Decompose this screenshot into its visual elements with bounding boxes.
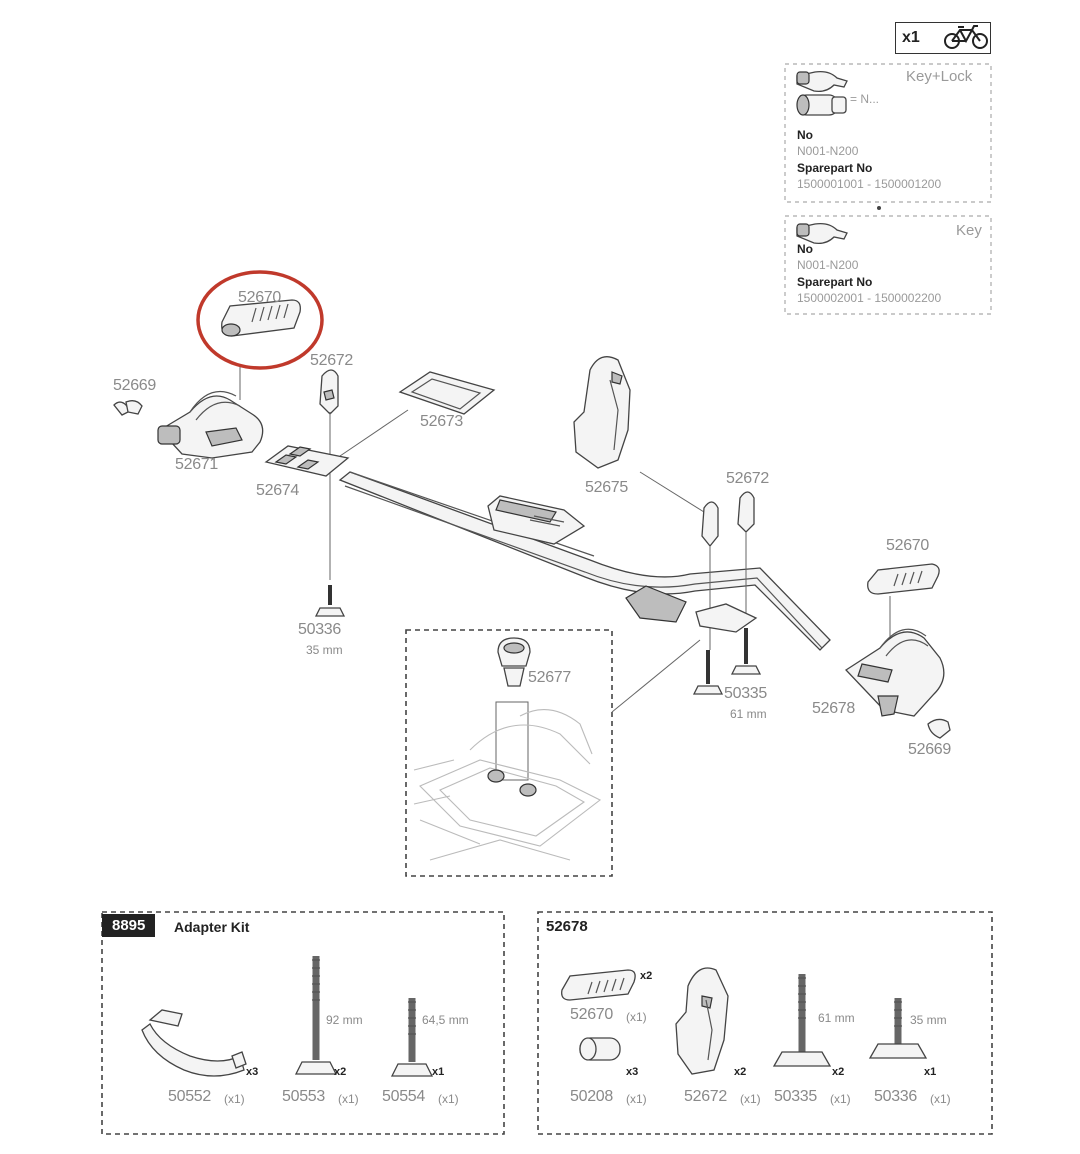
clip-52669-right	[927, 718, 951, 739]
bolt-50335	[692, 628, 762, 695]
kit-item-suffix: (x1)	[338, 1092, 359, 1106]
kit-item-dim: 64,5 mm	[422, 1013, 469, 1027]
key-lock-panel-frame	[784, 63, 992, 203]
part-label-52670-b: 52670	[886, 537, 929, 554]
part-dim-50336: 35 mm	[306, 643, 343, 657]
key-no-value: N001-N200	[797, 258, 859, 272]
strap-52672-b	[701, 491, 755, 548]
kit-item-suffix: (x1)	[626, 1092, 647, 1106]
part-label-52671: 52671	[175, 456, 218, 473]
part-label-50336: 50336	[298, 621, 341, 638]
key-panel-frame	[784, 206, 992, 315]
kit-item-qty: x3	[626, 1066, 639, 1078]
key-icon	[796, 222, 848, 245]
clip-52669-left	[113, 400, 143, 416]
strap-52672-kit	[675, 967, 729, 1075]
main-rail	[338, 471, 831, 651]
part-dim-50335: 61 mm	[730, 707, 767, 721]
key-icon	[796, 70, 848, 93]
part-label-52670-top: 52670	[238, 289, 281, 306]
adapter-50552	[141, 1009, 247, 1077]
bolt-50336	[314, 585, 346, 617]
kit-item-dim: 61 mm	[818, 1011, 855, 1025]
kit-item-qty: x3	[246, 1066, 259, 1078]
kit-item-qty: x1	[432, 1066, 445, 1078]
clamp-on-rail	[625, 585, 758, 633]
kit-item-suffix: (x1)	[438, 1092, 459, 1106]
part-label-52672-b: 52672	[726, 470, 769, 487]
kit-item-dim: 35 mm	[910, 1013, 947, 1027]
bolt-50553	[294, 956, 338, 1075]
kit-item-code: 50335	[774, 1088, 817, 1105]
center-clamp	[487, 495, 586, 545]
strap-52672-a	[319, 369, 339, 415]
key-lock-no-value: N001-N200	[797, 144, 859, 158]
kit-item-suffix: (x1)	[626, 1010, 647, 1024]
key-spare-value: 1500002001 - 1500002200	[797, 291, 942, 305]
cylinder-50208	[579, 1037, 621, 1061]
kit-item-code: 50208	[570, 1088, 613, 1105]
bike-qty: x1	[902, 29, 920, 46]
bike-qty-badge: x1	[895, 22, 991, 54]
kit-item-suffix: (x1)	[224, 1092, 245, 1106]
key-no-label: No	[797, 242, 813, 256]
adapter-kit-title: Adapter Kit	[174, 919, 250, 935]
kit-item-qty: x2	[640, 970, 653, 982]
kit-item-code: 50336	[874, 1088, 917, 1105]
adapter-kit-frame	[101, 911, 505, 1135]
part-label-52673: 52673	[420, 413, 463, 430]
plate-52673	[398, 371, 496, 415]
pad-52674	[264, 445, 350, 477]
bicycle-icon	[944, 25, 988, 49]
part-label-52675: 52675	[585, 479, 628, 496]
wheel-holder-52678	[844, 628, 945, 717]
lock-cylinder-icon	[796, 94, 847, 116]
detail-box	[405, 629, 701, 877]
bolt-50336-kit	[868, 998, 928, 1059]
kit-item-code: 50554	[382, 1088, 425, 1105]
kit-item-qty: x2	[334, 1066, 347, 1078]
cap-52677	[497, 637, 531, 687]
bolt-50554	[390, 998, 434, 1077]
bolt-50335-kit	[772, 974, 832, 1067]
kit-52678-title: 52678	[546, 918, 588, 935]
kit-item-suffix: (x1)	[740, 1092, 761, 1106]
key-lock-title: Key+Lock	[906, 68, 973, 85]
key-title: Key	[956, 222, 982, 239]
part-label-52669-a: 52669	[113, 377, 156, 394]
kit-52678-frame	[537, 911, 993, 1135]
kit-item-code: 50552	[168, 1088, 211, 1105]
part-label-52677: 52677	[528, 669, 571, 686]
kit-item-code: 50553	[282, 1088, 325, 1105]
part-label-52674: 52674	[256, 482, 299, 499]
highlight-circle	[196, 270, 324, 370]
part-label-52672-a: 52672	[310, 352, 353, 369]
part-label-50335: 50335	[724, 685, 767, 702]
key-spare-label: Sparepart No	[797, 275, 873, 289]
key-lock-spare-label: Sparepart No	[797, 161, 873, 175]
key-lock-no-label: No	[797, 128, 813, 142]
kit-item-qty: x2	[832, 1066, 845, 1078]
kit-item-code: 52672	[684, 1088, 727, 1105]
pad-52670-kit	[561, 969, 636, 1001]
kit-item-dim: 92 mm	[326, 1013, 363, 1027]
pad-52670-right	[867, 563, 940, 595]
wheel-holder-52671	[157, 391, 264, 459]
kit-item-qty: x1	[924, 1066, 937, 1078]
key-lock-eq: = N...	[850, 92, 880, 106]
pad-52670-top	[221, 299, 301, 337]
kit-item-qty: x2	[734, 1066, 747, 1078]
key-lock-spare-value: 1500001001 - 1500001200	[797, 177, 942, 191]
part-label-52678: 52678	[812, 700, 855, 717]
kit-item-suffix: (x1)	[930, 1092, 951, 1106]
arm-52675	[573, 356, 631, 469]
kit-item-suffix: (x1)	[830, 1092, 851, 1106]
kit-item-code: 52670	[570, 1006, 613, 1023]
adapter-kit-number: 8895	[102, 914, 156, 937]
part-label-52669-b: 52669	[908, 741, 951, 758]
